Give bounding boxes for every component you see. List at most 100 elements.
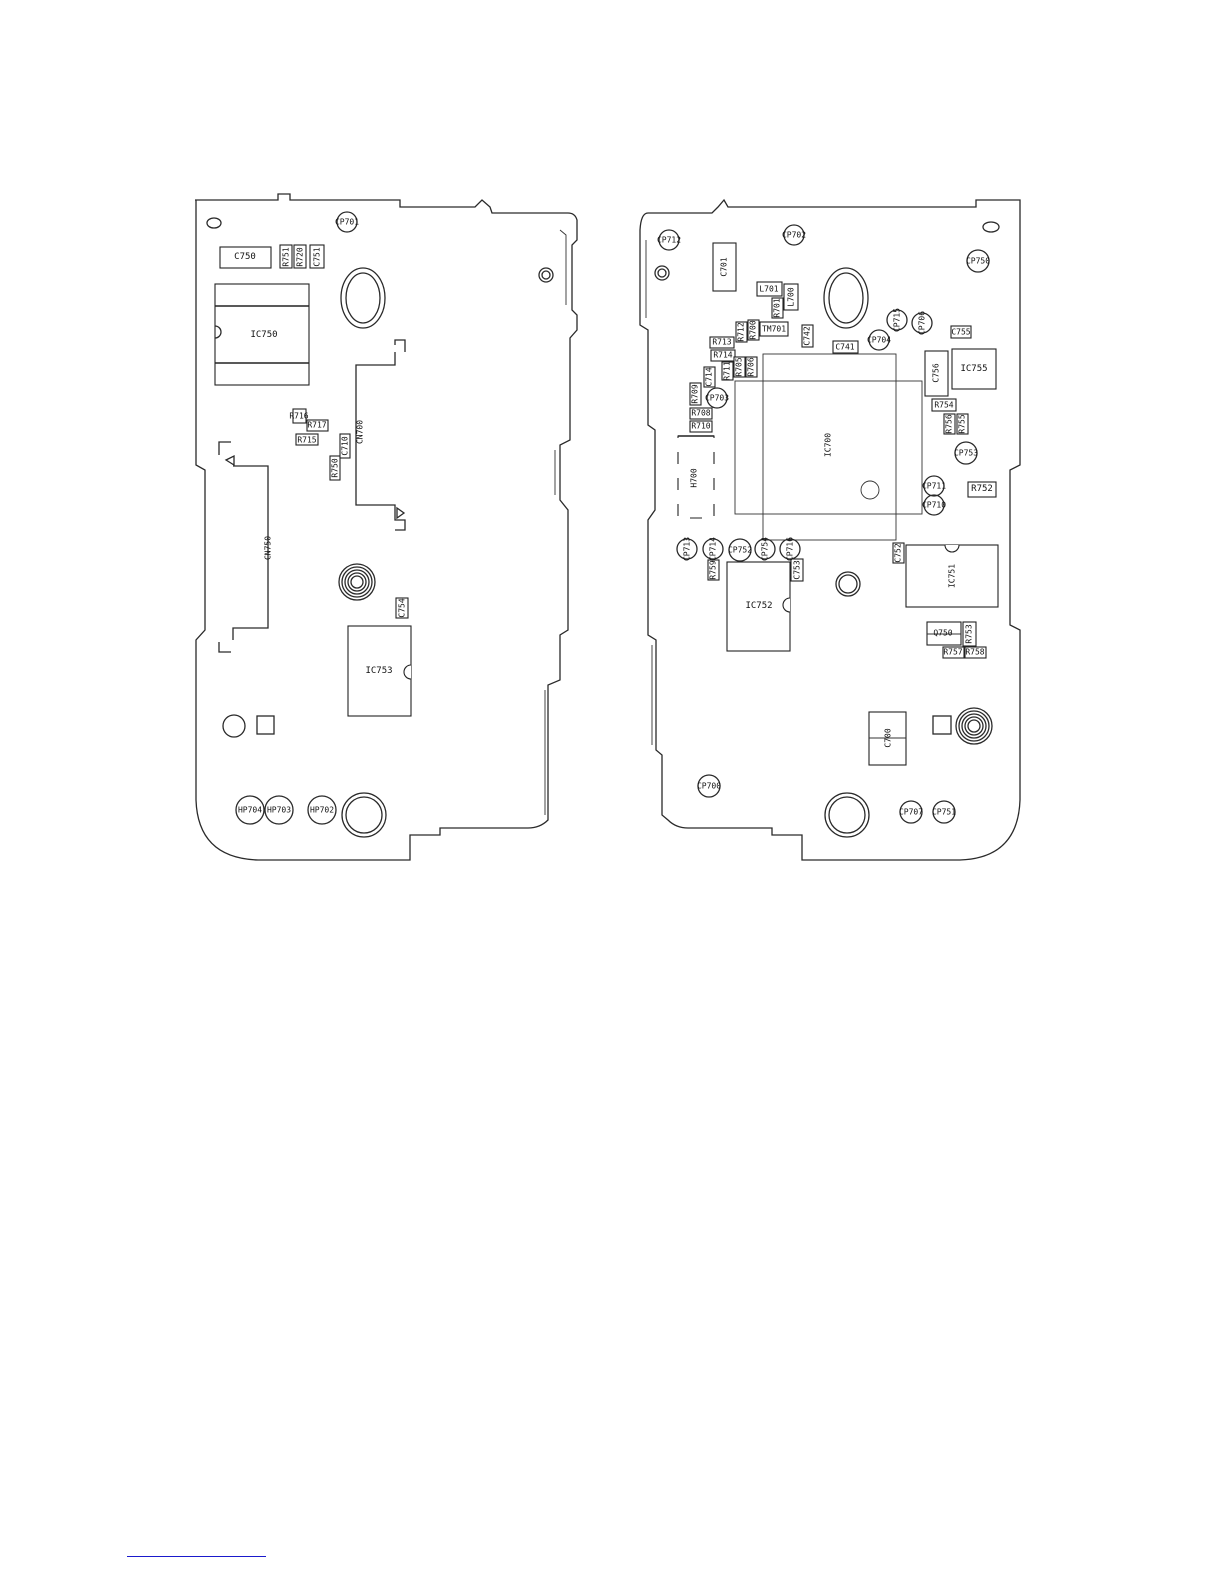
component-label: IC755 — [960, 364, 987, 374]
test-point — [779, 538, 801, 560]
component-label: L701 — [759, 285, 778, 294]
component-label: R754 — [934, 401, 953, 410]
test-point-label: CP704 — [867, 336, 891, 345]
test-point-label: CP753 — [954, 449, 978, 458]
component-label: R705 — [735, 357, 744, 376]
test-point-label: HP702 — [310, 806, 334, 815]
test-point — [911, 312, 933, 334]
test-point — [706, 387, 728, 409]
component-label: R712 — [737, 322, 746, 341]
test-point — [702, 538, 724, 560]
component-label: CN700 — [356, 420, 365, 444]
test-point-label: CP754 — [761, 537, 770, 561]
component-label: C756 — [932, 363, 941, 382]
component-outline — [677, 435, 715, 519]
component-label: R756 — [945, 414, 954, 433]
test-point-label: CP752 — [728, 546, 752, 555]
component-label: C752 — [894, 543, 903, 562]
component-label: C750 — [234, 252, 256, 262]
test-point-label: CP706 — [918, 311, 927, 335]
test-point — [336, 211, 358, 233]
test-point — [728, 538, 752, 562]
component-label: IC752 — [745, 601, 772, 611]
test-point-label: CP712 — [657, 236, 681, 245]
component-label: C741 — [835, 343, 854, 352]
large-hole — [824, 792, 870, 838]
component-label: IC750 — [250, 330, 277, 340]
connector-outline — [218, 441, 269, 653]
test-point-label: CP715 — [893, 308, 902, 332]
test-point-label: CP751 — [932, 808, 956, 817]
screw-post — [955, 707, 993, 745]
test-point-label: CP700 — [697, 782, 721, 791]
component-label: R714 — [713, 351, 732, 360]
component-label: R717 — [307, 421, 326, 430]
footer-rule — [127, 1556, 266, 1557]
component-label: Q750 — [933, 629, 952, 638]
test-point-label: HP704 — [238, 806, 262, 815]
component-label: R711 — [723, 361, 732, 380]
test-point — [697, 774, 721, 798]
large-hole — [341, 792, 387, 838]
component-label: C700 — [884, 728, 893, 747]
component-label: R716 — [289, 412, 308, 421]
component-label: C754 — [398, 598, 407, 617]
test-point — [954, 441, 978, 465]
component-label: R706 — [747, 357, 756, 376]
test-point — [868, 329, 890, 351]
square-pad — [256, 715, 275, 735]
test-point — [923, 494, 945, 516]
component-label: CN750 — [264, 536, 273, 560]
right-board: C701 L701 L700 R701 R700 R712 TM701 C742… — [639, 198, 1021, 861]
test-point — [899, 800, 923, 824]
test-point — [932, 800, 956, 824]
component-label: C751 — [313, 247, 322, 266]
component-label: IC751 — [948, 564, 957, 588]
test-point — [658, 229, 680, 251]
component-label: R715 — [297, 436, 316, 445]
component-label: R751 — [282, 247, 291, 266]
hole — [222, 714, 246, 738]
mounting-hole — [657, 268, 667, 278]
component-label: R752 — [971, 484, 993, 494]
test-point — [264, 795, 294, 825]
left-board: C750 R751 R720 C751 IC750 R716 R717 R715… — [195, 193, 578, 861]
large-hole — [340, 267, 386, 329]
large-hole — [345, 796, 383, 834]
component-label: C742 — [803, 326, 812, 345]
component-label: R759 — [709, 560, 718, 579]
component-label: H700 — [690, 468, 699, 487]
test-point — [923, 475, 945, 497]
mounting-hole — [538, 267, 554, 283]
test-point — [966, 249, 990, 273]
test-point — [307, 795, 337, 825]
component-label: IC700 — [824, 433, 833, 457]
right-board-outline — [639, 198, 1021, 861]
component-label: R713 — [712, 338, 731, 347]
test-point-label: CP750 — [966, 257, 990, 266]
mounting-hole — [206, 217, 222, 229]
screw-post — [338, 563, 376, 601]
component-label: R757 — [943, 648, 962, 657]
component-label: R700 — [749, 320, 758, 339]
test-point — [886, 309, 908, 331]
component-label: R709 — [691, 384, 700, 403]
test-point-label: CP711 — [922, 482, 946, 491]
test-point — [235, 795, 265, 825]
component-label: C755 — [951, 328, 970, 337]
large-hole — [345, 272, 381, 324]
mounting-hole — [541, 270, 551, 280]
test-point — [783, 224, 805, 246]
left-board-inner-edge — [544, 229, 567, 815]
component-label: R755 — [958, 414, 967, 433]
connector-outline — [355, 339, 406, 531]
test-point-label: CP716 — [786, 537, 795, 561]
test-point-label: CP713 — [683, 537, 692, 561]
hole — [835, 571, 861, 597]
hole — [838, 574, 858, 594]
component-label: R708 — [691, 409, 710, 418]
component-label: R750 — [331, 458, 340, 477]
component-label: TM701 — [762, 325, 786, 334]
right-board-inner-edge — [645, 240, 653, 745]
